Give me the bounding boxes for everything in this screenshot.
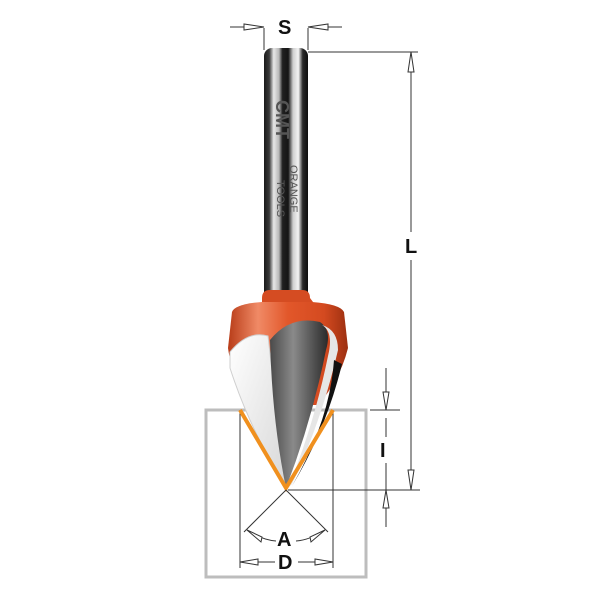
label-l: L [405,236,417,258]
a-dimension: A [243,489,329,551]
label-d: D [278,552,292,574]
shank-brand-line2: TOOLS [274,180,286,217]
label-i: I [380,440,386,462]
shank-brand-line1: ORANGE [287,165,299,213]
s-dimension: S [230,17,342,50]
l-dimension: L [308,51,418,491]
label-a: A [277,529,291,551]
carbide-shadow [292,360,342,486]
shank-logo: CMT [272,100,292,139]
label-s: S [278,17,291,39]
v-groove [238,408,335,492]
carbide-edge [288,325,338,488]
shank: CMT ORANGE TOOLS [264,48,308,300]
d-dimension: D [239,552,334,574]
carbide-flute [270,320,328,488]
i-dimension: I [370,368,400,527]
